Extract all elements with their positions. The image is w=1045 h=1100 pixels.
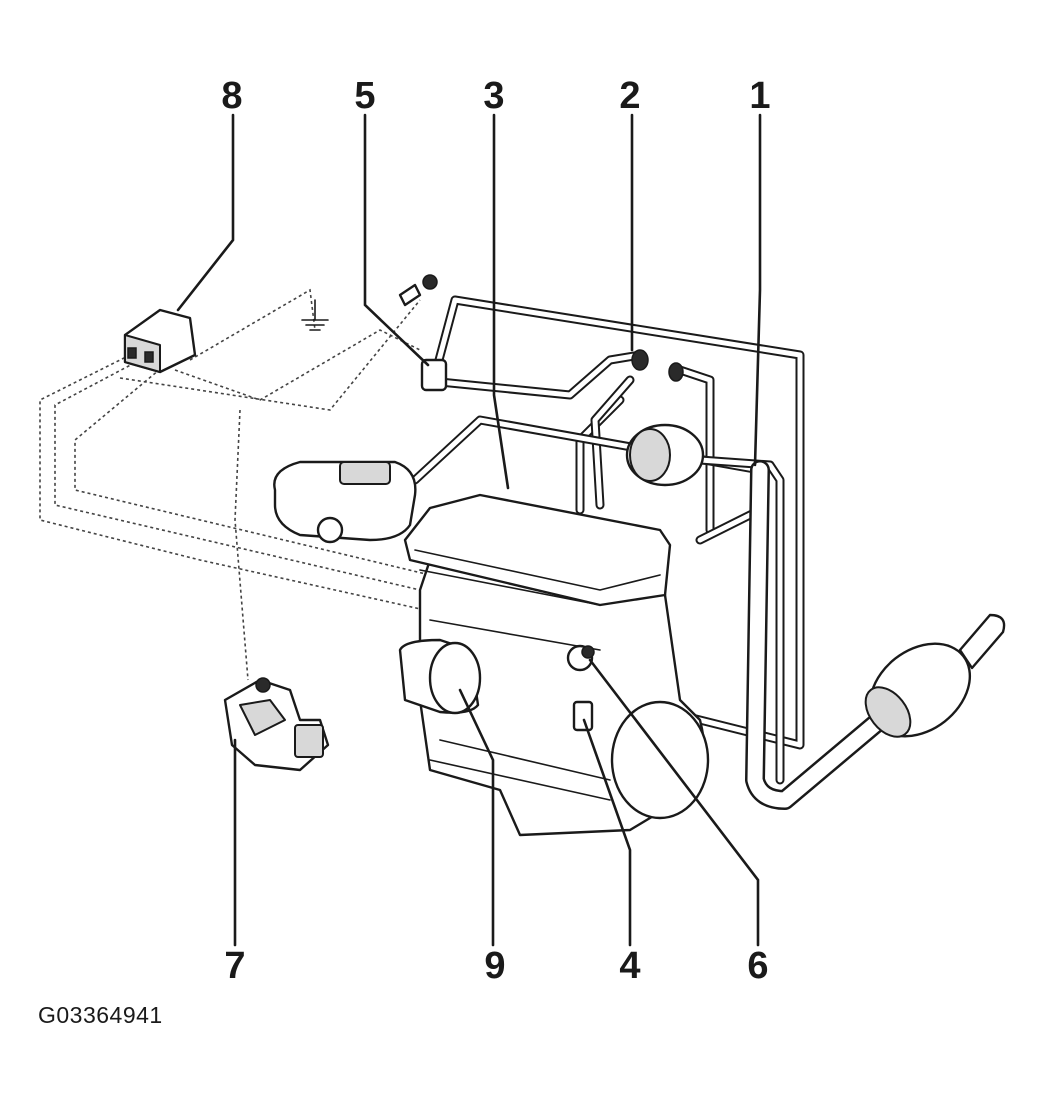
- callout-8: 8: [221, 75, 242, 117]
- engine-block: [403, 493, 710, 837]
- air-pump: [625, 349, 705, 487]
- catalytic-converter: [864, 613, 1006, 738]
- vacuum-tubing: [430, 295, 805, 750]
- callout-5: 5: [354, 75, 375, 117]
- callout-3: 3: [483, 75, 504, 117]
- air-cleaner-canister: [398, 638, 482, 715]
- vacuum-reservoir: [273, 460, 417, 544]
- relay: [123, 308, 197, 374]
- leader-lines: [176, 113, 762, 947]
- solenoid-valve: [398, 274, 448, 392]
- callout-6: 6: [747, 945, 768, 987]
- control-module: [223, 677, 330, 772]
- figure-id: G03364941: [38, 1002, 163, 1028]
- oxygen-sensor: [572, 700, 594, 732]
- temperature-sensor: [566, 644, 595, 672]
- callout-2: 2: [619, 75, 640, 117]
- exhaust-pipe: [745, 460, 890, 810]
- callout-9: 9: [484, 945, 505, 987]
- callout-7: 7: [224, 945, 245, 987]
- callout-4: 4: [619, 945, 640, 987]
- ground-symbol-icon: [301, 299, 329, 331]
- callout-1: 1: [749, 75, 770, 117]
